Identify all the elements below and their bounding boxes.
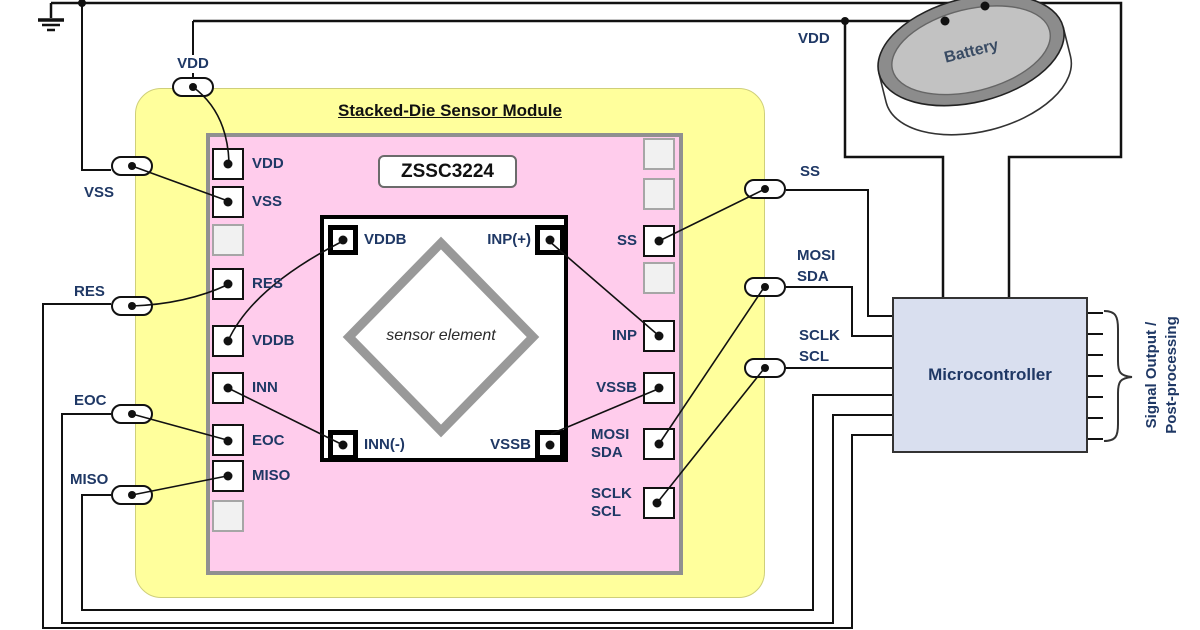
ground-icon xyxy=(38,18,64,32)
chip-name-box: ZSSC3224 xyxy=(378,155,517,188)
pad-label-res: RES xyxy=(252,275,283,292)
microcontroller-box: Microcontroller xyxy=(892,297,1088,453)
pad-label-vss: VSS xyxy=(252,193,283,210)
ext-label-ss: SS xyxy=(800,163,821,180)
die-label-vddb: VDDB xyxy=(364,231,407,248)
pad-inp xyxy=(643,320,675,352)
signal-output-label-line2: Post-processing xyxy=(1163,316,1180,434)
module-pad-vss xyxy=(111,156,153,176)
battery-label: Battery xyxy=(943,37,1001,67)
pad-ss xyxy=(643,225,675,257)
vss-branch-wire xyxy=(81,3,111,171)
pad-miso xyxy=(212,460,244,492)
module-pad-res xyxy=(111,296,153,316)
pad-vdd xyxy=(212,148,244,180)
ext-label-vdd-left: VDD xyxy=(163,55,223,73)
battery-icon: Battery xyxy=(877,0,1073,136)
pad-label-sclk-scl: SCLK SCL xyxy=(591,485,632,520)
pad-inn xyxy=(212,372,244,404)
pad-unused-right-3 xyxy=(643,262,675,294)
die-label-vssb: VSSB xyxy=(490,436,531,453)
ext-label-eoc: EOC xyxy=(74,392,107,409)
pad-label-vdd: VDD xyxy=(252,155,284,172)
pad-label-eoc: EOC xyxy=(252,432,285,449)
die-label-inp: INP(+) xyxy=(487,231,531,248)
pad-vss xyxy=(212,186,244,218)
pad-mosi-sda xyxy=(643,428,675,460)
ext-label-sclk-scl: SCLK SCL xyxy=(799,327,840,365)
pad-label-miso: MISO xyxy=(252,467,291,484)
module-pad-eoc xyxy=(111,404,153,424)
signal-output-label-line1: Signal Output / xyxy=(1143,321,1160,429)
pad-vddb xyxy=(212,325,244,357)
module-pad-ss xyxy=(744,179,786,199)
pad-sclk-scl xyxy=(643,487,675,519)
pad-label-vddb: VDDB xyxy=(252,332,295,349)
pad-label-inp: INP xyxy=(611,327,637,344)
pad-unused-left-1 xyxy=(212,224,244,256)
pad-unused-right-1 xyxy=(643,138,675,170)
ext-label-vdd-right: VDD xyxy=(798,30,830,47)
pad-unused-right-2 xyxy=(643,178,675,210)
ext-label-res: RES xyxy=(74,283,105,300)
die-pad-vddb xyxy=(328,225,358,255)
pad-label-ss: SS xyxy=(616,232,637,249)
ext-label-miso: MISO xyxy=(70,471,109,488)
pad-res xyxy=(212,268,244,300)
pad-unused-left-2 xyxy=(212,500,244,532)
pad-eoc xyxy=(212,424,244,456)
pad-label-inn: INN xyxy=(252,379,278,396)
module-pad-miso xyxy=(111,485,153,505)
module-pad-mosi xyxy=(744,277,786,297)
ext-label-mosi-sda: MOSI SDA xyxy=(797,247,836,285)
die-pad-vssb xyxy=(535,430,565,460)
brace-icon xyxy=(1103,310,1133,442)
ext-label-vss: VSS xyxy=(84,184,115,201)
pad-label-vssb: VSSB xyxy=(596,379,637,396)
pad-label-mosi-sda: MOSI SDA xyxy=(591,426,630,461)
module-pad-vdd xyxy=(172,77,214,97)
sensor-element-label: sensor element xyxy=(386,327,496,344)
pad-vssb xyxy=(643,372,675,404)
vdd-mcu-branch-wire xyxy=(843,21,945,297)
module-title: Stacked-Die Sensor Module xyxy=(338,101,562,120)
mcu-output-pins xyxy=(1088,312,1103,440)
module-pad-scl xyxy=(744,358,786,378)
die-pad-inn xyxy=(328,430,358,460)
die-label-inn: INN(-) xyxy=(364,436,405,453)
